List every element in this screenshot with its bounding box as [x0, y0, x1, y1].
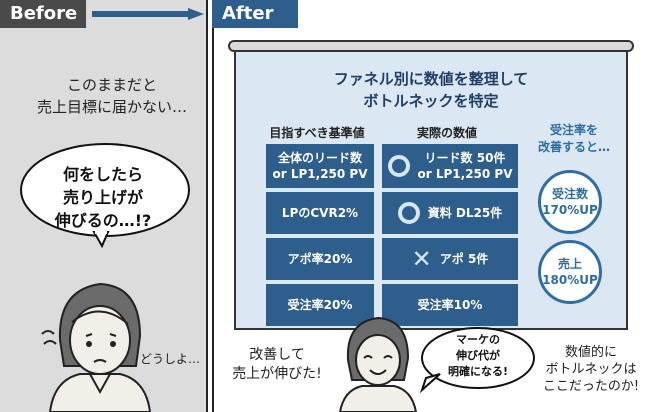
actual-cell-order-rate: 受注率10%	[382, 284, 518, 326]
screen-title-line-2: ボトルネックを特定	[363, 92, 499, 110]
result-sales-label: 売上	[557, 257, 582, 271]
actual-cell-appointments: ✕ アポ 5件	[382, 238, 518, 280]
numerical-line-2: ボトルネックは	[545, 362, 637, 377]
arrow-right-icon	[92, 8, 204, 20]
actual-cell-leads: リード数 50件 or LP1,250 PV	[382, 144, 518, 188]
target-column-header: 目指すべき基準値	[269, 126, 365, 140]
actual-leads-line-1: リード数 50件	[424, 151, 506, 165]
happy-woman-illustration	[338, 316, 418, 412]
improve-line-2: 売上が伸びた!	[232, 366, 322, 382]
speech-left-line-3: 伸びるの…!?	[54, 211, 152, 230]
speech-left-line-2: 売り上げが	[62, 188, 143, 207]
mutter-text: どうしよ…	[140, 352, 201, 366]
before-tab: Before	[0, 0, 86, 28]
target-cell-appointment-rate: アポ率20%	[266, 238, 374, 280]
thought-line-1: このままだと	[66, 76, 157, 94]
numerical-line-3: ここだったのか!	[542, 379, 640, 394]
screen-title: ファネル別に数値を整理して ボトルネックを特定	[236, 68, 626, 112]
speech-right-line-3: 明確になる!	[447, 365, 509, 378]
speech-right-line-1: マーケの	[456, 333, 500, 346]
target-cell-leads: 全体のリード数 or LP1,250 PV	[266, 144, 374, 188]
target-leads-line-1: 全体のリード数	[277, 151, 362, 165]
speech-bubble-left	[20, 143, 190, 248]
actual-cell-downloads: 資料 DL25件	[382, 192, 518, 234]
bottleneck-realization-text: 数値的に ボトルネックは ここだったのか!	[536, 344, 646, 395]
worried-woman-illustration	[41, 282, 152, 412]
speech-bubble-right	[419, 327, 535, 394]
screen-title-line-1: ファネル別に数値を整理して	[333, 70, 529, 88]
result-circle-orders: 受注数 170%UP	[538, 170, 602, 234]
speech-right-text: マーケの 伸び代が 明確になる!	[432, 332, 524, 380]
result-orders-label: 受注数	[551, 187, 588, 201]
after-tab: After	[212, 0, 298, 28]
speech-right-line-2: 伸び代が	[456, 349, 500, 362]
result-header-line-2: 改善すると…	[537, 140, 610, 154]
result-circle-sales: 売上 180%UP	[538, 240, 602, 304]
actual-order-rate-text: 受注率10%	[417, 298, 483, 312]
improve-text: 改善して 売上が伸びた!	[222, 346, 332, 384]
thought-line-2: 売上目標に届かない…	[36, 98, 187, 116]
result-header-line-1: 受注率を	[549, 123, 598, 137]
actual-appointments-text: アポ 5件	[439, 252, 489, 266]
projector-screen: ファネル別に数値を整理して ボトルネックを特定 目指すべき基準値 実際の数値 受…	[234, 50, 628, 330]
actual-leads-line-2: or LP1,250 PV	[417, 167, 513, 181]
result-sales-value: 180%UP	[542, 273, 598, 287]
speech-left-text: 何をしたら 売り上げが 伸びるの…!?	[44, 163, 162, 232]
result-column-header: 受注率を 改善すると…	[524, 122, 624, 156]
cross-mark-icon: ✕	[411, 245, 432, 273]
circle-mark-icon	[387, 155, 410, 177]
numerical-line-1: 数値的に	[564, 345, 617, 360]
improve-line-1: 改善して	[249, 347, 305, 363]
speech-left-line-1: 何をしたら	[62, 165, 143, 184]
target-cell-cvr: LPのCVR2%	[266, 192, 374, 234]
result-orders-value: 170%UP	[542, 203, 598, 217]
actual-downloads-text: 資料 DL25件	[427, 206, 503, 220]
thought-text: このままだと 売上目標に届かない…	[22, 74, 202, 118]
target-leads-line-2: or LP1,250 PV	[272, 167, 368, 181]
actual-column-header: 実際の数値	[416, 126, 477, 140]
circle-mark-icon	[397, 202, 420, 224]
target-cell-order-rate: 受注率20%	[266, 284, 374, 326]
